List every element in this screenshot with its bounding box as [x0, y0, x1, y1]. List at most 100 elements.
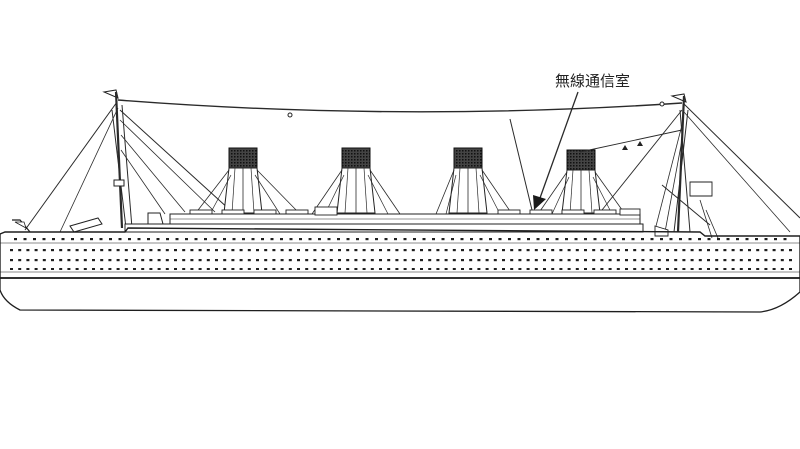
porthole: [67, 259, 71, 262]
porthole: [157, 268, 161, 270]
porthole: [517, 238, 521, 241]
porthole: [354, 249, 358, 252]
porthole: [346, 238, 350, 241]
porthole: [789, 268, 792, 270]
porthole: [745, 238, 749, 241]
porthole: [789, 249, 792, 252]
porthole: [346, 249, 350, 252]
porthole: [543, 259, 546, 262]
porthole: [498, 238, 502, 241]
porthole: [452, 259, 456, 262]
porthole: [247, 259, 251, 262]
porthole: [141, 259, 145, 262]
porthole: [137, 238, 141, 241]
porthole: [666, 249, 669, 252]
porthole: [92, 259, 95, 262]
porthole: [593, 238, 597, 241]
porthole: [206, 259, 210, 262]
porthole: [264, 259, 268, 262]
porthole: [174, 259, 177, 262]
porthole: [109, 238, 112, 241]
porthole: [356, 238, 359, 241]
porthole: [147, 238, 150, 241]
porthole: [493, 268, 497, 270]
porthole: [289, 238, 293, 241]
porthole: [215, 268, 218, 270]
porthole: [510, 268, 514, 270]
porthole: [174, 249, 177, 252]
porthole: [543, 268, 546, 270]
porthole: [149, 268, 153, 270]
porthole: [329, 259, 333, 262]
porthole: [428, 268, 432, 270]
porthole: [204, 238, 207, 241]
porthole: [83, 268, 87, 270]
porthole: [52, 238, 55, 241]
porthole: [108, 268, 112, 270]
porthole: [584, 238, 587, 241]
porthole: [625, 268, 628, 270]
porthole: [715, 249, 719, 252]
porthole: [461, 249, 464, 252]
porthole: [128, 238, 131, 241]
porthole: [42, 249, 46, 252]
porthole: [215, 259, 218, 262]
porthole: [33, 238, 36, 241]
porthole: [297, 259, 300, 262]
porthole: [288, 268, 292, 270]
porthole: [559, 249, 563, 252]
porthole: [508, 238, 511, 241]
porthole: [239, 268, 243, 270]
porthole: [612, 238, 616, 241]
porthole: [603, 238, 606, 241]
porthole: [707, 238, 711, 241]
porthole: [90, 238, 93, 241]
porthole: [559, 268, 563, 270]
porthole: [100, 259, 104, 262]
porthole: [83, 259, 87, 262]
porthole: [764, 259, 768, 262]
porthole: [707, 268, 710, 270]
porthole: [190, 268, 194, 270]
porthole: [428, 249, 432, 252]
porthole: [460, 238, 464, 241]
porthole: [14, 238, 17, 241]
porthole: [584, 268, 587, 270]
porthole: [739, 268, 743, 270]
porthole: [660, 238, 663, 241]
porthole: [75, 249, 79, 252]
porthole: [394, 238, 397, 241]
porthole: [59, 259, 63, 262]
porthole: [133, 249, 136, 252]
porthole: [674, 268, 678, 270]
porthole: [674, 249, 678, 252]
porthole: [567, 268, 571, 270]
porthole: [223, 268, 227, 270]
porthole: [698, 268, 702, 270]
porthole: [789, 259, 792, 262]
porthole: [198, 249, 202, 252]
porthole: [354, 268, 358, 270]
porthole: [756, 259, 760, 262]
porthole: [555, 238, 559, 241]
porthole: [272, 249, 276, 252]
porthole: [420, 268, 423, 270]
porthole: [600, 259, 604, 262]
porthole: [436, 268, 440, 270]
porthole: [185, 238, 188, 241]
radio-room-callout: 無線通信室: [533, 72, 630, 210]
porthole: [133, 268, 136, 270]
hull: [0, 219, 800, 313]
porthole: [42, 238, 46, 241]
porthole: [436, 249, 440, 252]
porthole: [551, 259, 555, 262]
porthole: [592, 249, 596, 252]
porthole: [536, 238, 540, 241]
porthole: [264, 249, 268, 252]
porthole: [411, 268, 415, 270]
porthole: [175, 238, 179, 241]
porthole: [600, 249, 604, 252]
porthole: [748, 268, 751, 270]
porthole: [783, 238, 787, 241]
porthole: [518, 249, 522, 252]
